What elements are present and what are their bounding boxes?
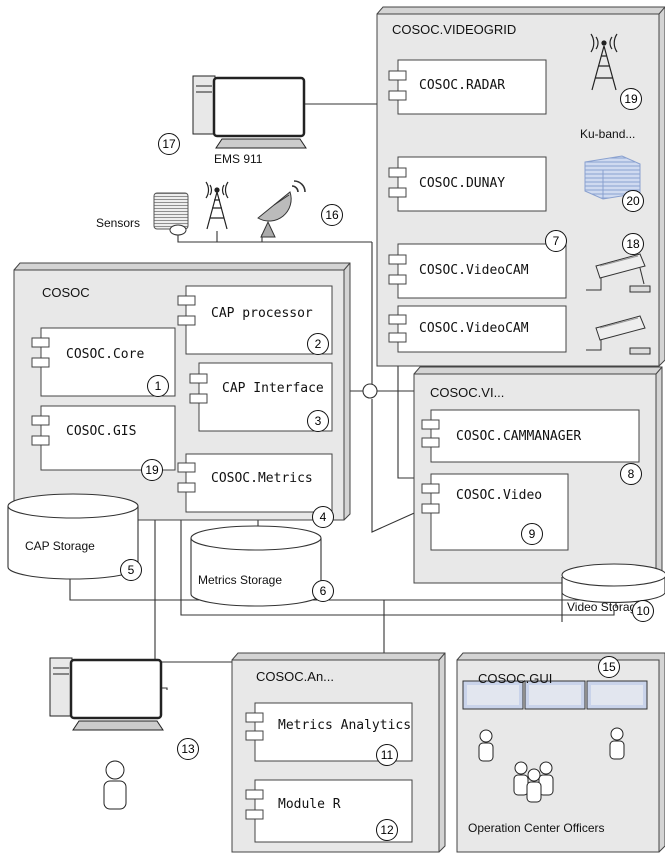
badge-19-videogrid: 19	[620, 88, 642, 110]
badge-2: 2	[307, 333, 329, 355]
user-workstation-icon	[49, 657, 164, 731]
component-label-module-r: Module R	[278, 797, 341, 812]
badge-3: 3	[307, 410, 329, 432]
component-metrics[interactable]	[177, 453, 333, 513]
sensor-server-icon	[153, 192, 189, 236]
user-person-icon	[103, 760, 127, 810]
label-ems: EMS 911	[214, 152, 263, 166]
node-title-videogrid: COSOC.VIDEOGRID	[392, 22, 517, 37]
component-label-cap-processor: CAP processor	[211, 306, 313, 321]
component-label-videocam-2: COSOC.VideoCAM	[419, 321, 529, 336]
radar-tower-icon	[590, 33, 618, 91]
node-title-an: COSOC.An...	[256, 669, 335, 684]
label-officers: Operation Center Officers	[468, 821, 605, 835]
badge-5: 5	[120, 559, 142, 581]
component-label-metrics-analytics: Metrics Analytics	[278, 718, 412, 733]
cap-storage-cylinder	[7, 493, 139, 580]
node-title-vi: COSOC.VI...	[430, 385, 505, 400]
camera-icon-1	[586, 253, 651, 293]
component-dunay[interactable]	[388, 156, 547, 212]
gui-screens	[462, 680, 648, 710]
component-label-radar: COSOC.RADAR	[419, 78, 506, 93]
component-radar[interactable]	[388, 59, 547, 115]
badge-16: 16	[321, 204, 343, 226]
badge-4: 4	[312, 506, 334, 528]
component-cammanager[interactable]	[421, 409, 640, 463]
badge-8: 8	[620, 463, 642, 485]
component-label-cap-interface: CAP Interface	[222, 381, 324, 396]
label-ku-band: Ku-band...	[580, 127, 636, 141]
badge-12: 12	[376, 819, 398, 841]
component-label-cammanager: COSOC.CAMMANAGER	[456, 429, 582, 444]
component-label-core: COSOC.Core	[66, 347, 145, 362]
officer-people-icons	[478, 727, 625, 803]
component-label-gis: COSOC.GIS	[66, 424, 137, 439]
satellite-dish-icon	[257, 180, 306, 238]
interface-lollipop	[362, 383, 378, 399]
badge-18: 18	[622, 233, 644, 255]
badge-15: 15	[598, 656, 620, 678]
badge-20: 20	[622, 190, 644, 212]
label-sensors: Sensors	[96, 216, 141, 230]
badge-11: 11	[376, 744, 398, 766]
component-videocam-2[interactable]	[388, 305, 567, 353]
label-video-storage: Video Storage	[567, 600, 643, 614]
component-label-metrics: COSOC.Metrics	[211, 471, 313, 486]
component-label-videocam-1: COSOC.VideoCAM	[419, 263, 529, 278]
badge-9: 9	[521, 523, 543, 545]
badge-10: 10	[632, 600, 654, 622]
badge-1: 1	[147, 375, 169, 397]
antenna-tower-icon	[205, 181, 229, 230]
badge-6: 6	[312, 580, 334, 602]
badge-13: 13	[177, 738, 199, 760]
component-video[interactable]	[421, 473, 569, 551]
component-label-video: COSOC.Video	[456, 488, 543, 503]
badge-7: 7	[545, 230, 567, 252]
label-metrics-storage: Metrics Storage	[198, 573, 283, 587]
component-label-dunay: COSOC.DUNAY	[419, 176, 506, 191]
badge-17: 17	[158, 133, 180, 155]
node-title-cosoc: COSOC	[42, 285, 90, 300]
ems-workstation-icon	[192, 75, 307, 149]
metrics-storage-cylinder	[190, 525, 322, 607]
node-title-gui: COSOC.GUI	[478, 671, 553, 686]
badge-19-cosoc: 19	[141, 459, 163, 481]
component-videocam-1[interactable]	[388, 243, 567, 299]
video-storage-cylinder	[561, 563, 665, 622]
camera-icon-2	[586, 315, 651, 355]
label-cap-storage: CAP Storage	[25, 539, 95, 553]
